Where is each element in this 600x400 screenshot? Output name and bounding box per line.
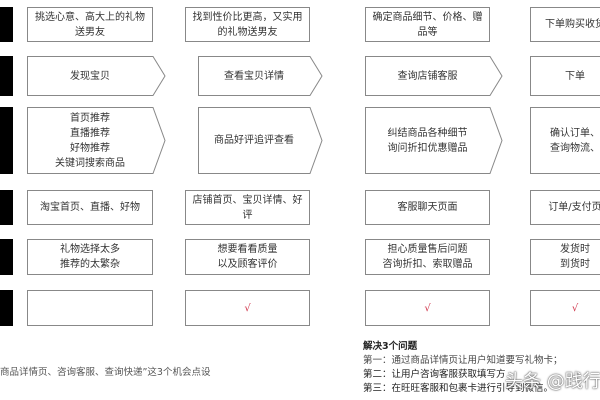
step-label: 发现宝贝 [70, 70, 110, 82]
step-label: 确认订单、 查询物流、 [550, 127, 600, 154]
watermark: 头条 @践行 [505, 371, 600, 392]
info-box: 客服聊天页面 [365, 190, 490, 225]
solution-item: 第二：让用户咨询客服获取填写方 [363, 369, 506, 380]
row-label-bar [0, 190, 13, 225]
step-label: 商品好评追评查看 [214, 135, 294, 146]
info-box: 下单购买收货 [530, 7, 600, 42]
info-box: 确定商品细节、价格、赠 品等 [365, 7, 490, 42]
info-box: 挑选心意、高大上的礼物 送男友 [27, 7, 153, 42]
row-label-bar [0, 56, 13, 96]
info-box: 订单/支付页 [530, 190, 600, 225]
step-arrow: 下单 [530, 56, 600, 96]
step-arrow: 查询店铺客服 [365, 56, 503, 96]
step-label: 查看宝贝详情 [224, 70, 284, 82]
step-arrow: 商品好评追评查看 [198, 107, 323, 174]
row-label-bar [0, 290, 13, 326]
info-box: 淘宝首页、直播、好物 [27, 190, 153, 225]
checkmark-cell: √ [365, 290, 490, 326]
step-arrow: 发现宝贝 [27, 56, 166, 96]
info-box: 担心质量售后问题 咨询折扣、索取赠品 [365, 239, 490, 275]
step-label: 查询店铺客服 [397, 70, 458, 82]
footer-note: 商品详情页、咨询客服、查询快递”这3个机会点设 [0, 367, 211, 378]
step-label: 纠结商品各种细节 询问折扣优惠赠品 [387, 127, 468, 154]
info-box: 发货时 到货时 [530, 239, 600, 275]
row-label-bar [0, 7, 13, 42]
info-box: 礼物选择太多 推荐的太繁杂 [27, 239, 153, 275]
info-box: 店铺首页、宝贝详情、好 评 [185, 190, 310, 225]
step-arrow: 确认订单、 查询物流、 [530, 107, 600, 174]
checkmark-cell: √ [185, 290, 310, 326]
solution-item: 第一：通过商品详情页让用户知道要写礼物卡； [363, 355, 563, 366]
step-label: 下单 [565, 70, 585, 82]
info-box [27, 290, 153, 326]
solutions-title: 解决3个问题 [363, 341, 418, 352]
info-box: 想要看看质量 以及顾客评价 [185, 239, 310, 275]
solutions-block: 解决3个问题 第一：通过商品详情页让用户知道要写礼物卡； 第二：让用户咨询客服获… [363, 340, 563, 396]
info-box: 找到性价比更高，又实用 的礼物送男友 [185, 7, 310, 42]
row-label-bar [0, 107, 13, 174]
checkmark-cell: √ [530, 290, 600, 326]
row-label-bar [0, 239, 13, 275]
step-arrow: 纠结商品各种细节 询问折扣优惠赠品 [365, 107, 503, 174]
step-arrow: 查看宝贝详情 [198, 56, 323, 96]
step-label: 首页推荐 直播推荐 好物推荐 关键词搜索商品 [55, 112, 125, 169]
solution-item: 第三：在旺旺客服和包裹卡进行引导到微信。 [363, 383, 554, 394]
step-arrow: 首页推荐 直播推荐 好物推荐 关键词搜索商品 [27, 107, 166, 174]
